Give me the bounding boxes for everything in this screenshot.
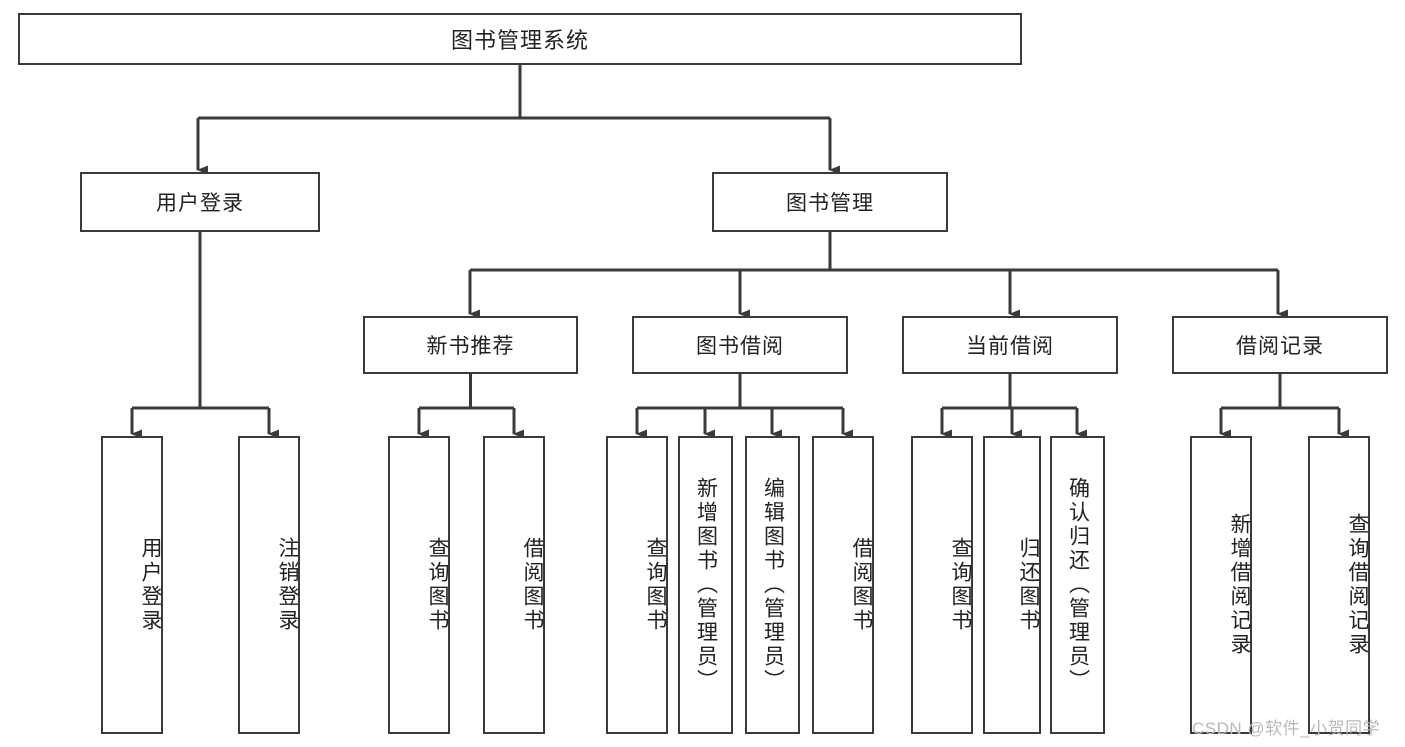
node-leaf-user-login[interactable]: 用户登录 [101, 436, 163, 734]
node-leaf-query-book-1-label: 查询图书 [426, 537, 449, 633]
node-leaf-confirm-return-label: 确认归还（管理员） [1066, 477, 1090, 693]
node-book-manage-label: 图书管理 [786, 192, 874, 215]
node-leaf-borrow-book-1-label: 借阅图书 [521, 537, 544, 633]
node-leaf-confirm-return[interactable]: 确认归还（管理员） [1050, 436, 1105, 734]
node-leaf-borrow-book-1[interactable]: 借阅图书 [483, 436, 545, 734]
node-book-borrow[interactable]: 图书借阅 [632, 316, 848, 374]
node-root[interactable]: 图书管理系统 [18, 13, 1022, 65]
node-borrow-record-label: 借阅记录 [1236, 335, 1324, 358]
node-leaf-add-book-label: 新增图书（管理员） [694, 477, 718, 693]
node-leaf-return-book[interactable]: 归还图书 [983, 436, 1041, 734]
node-leaf-borrow-book-2[interactable]: 借阅图书 [812, 436, 874, 734]
node-new-book-rec[interactable]: 新书推荐 [363, 316, 578, 374]
node-user-login-label: 用户登录 [156, 192, 244, 215]
node-leaf-query-book-1[interactable]: 查询图书 [388, 436, 450, 734]
node-borrow-record[interactable]: 借阅记录 [1172, 316, 1388, 374]
node-leaf-query-book-2-label: 查询图书 [644, 537, 667, 633]
node-leaf-query-book-2[interactable]: 查询图书 [606, 436, 668, 734]
node-new-book-rec-label: 新书推荐 [426, 335, 515, 358]
node-leaf-logout[interactable]: 注销登录 [238, 436, 300, 734]
node-leaf-return-book-label: 归还图书 [1017, 537, 1040, 633]
node-leaf-logout-label: 注销登录 [276, 537, 299, 633]
node-leaf-add-record-label: 新增借阅记录 [1228, 513, 1251, 657]
node-current-borrow[interactable]: 当前借阅 [902, 316, 1118, 374]
node-book-manage[interactable]: 图书管理 [712, 172, 948, 232]
node-leaf-query-book-3[interactable]: 查询图书 [911, 436, 973, 734]
node-leaf-query-record-label: 查询借阅记录 [1346, 513, 1369, 657]
csdn-watermark: CSDN @软件_小贺同学 [1192, 719, 1381, 738]
node-leaf-add-book[interactable]: 新增图书（管理员） [678, 436, 733, 734]
node-current-borrow-label: 当前借阅 [966, 335, 1054, 358]
node-leaf-borrow-book-2-label: 借阅图书 [850, 537, 873, 633]
node-user-login[interactable]: 用户登录 [80, 172, 320, 232]
node-leaf-edit-book[interactable]: 编辑图书（管理员） [745, 436, 800, 734]
node-book-borrow-label: 图书借阅 [696, 335, 784, 358]
node-leaf-user-login-label: 用户登录 [139, 537, 162, 633]
node-leaf-query-record[interactable]: 查询借阅记录 [1308, 436, 1370, 734]
node-leaf-query-book-3-label: 查询图书 [949, 537, 972, 633]
node-leaf-add-record[interactable]: 新增借阅记录 [1190, 436, 1252, 734]
node-root-label: 图书管理系统 [450, 28, 589, 53]
node-leaf-edit-book-label: 编辑图书（管理员） [761, 477, 785, 693]
